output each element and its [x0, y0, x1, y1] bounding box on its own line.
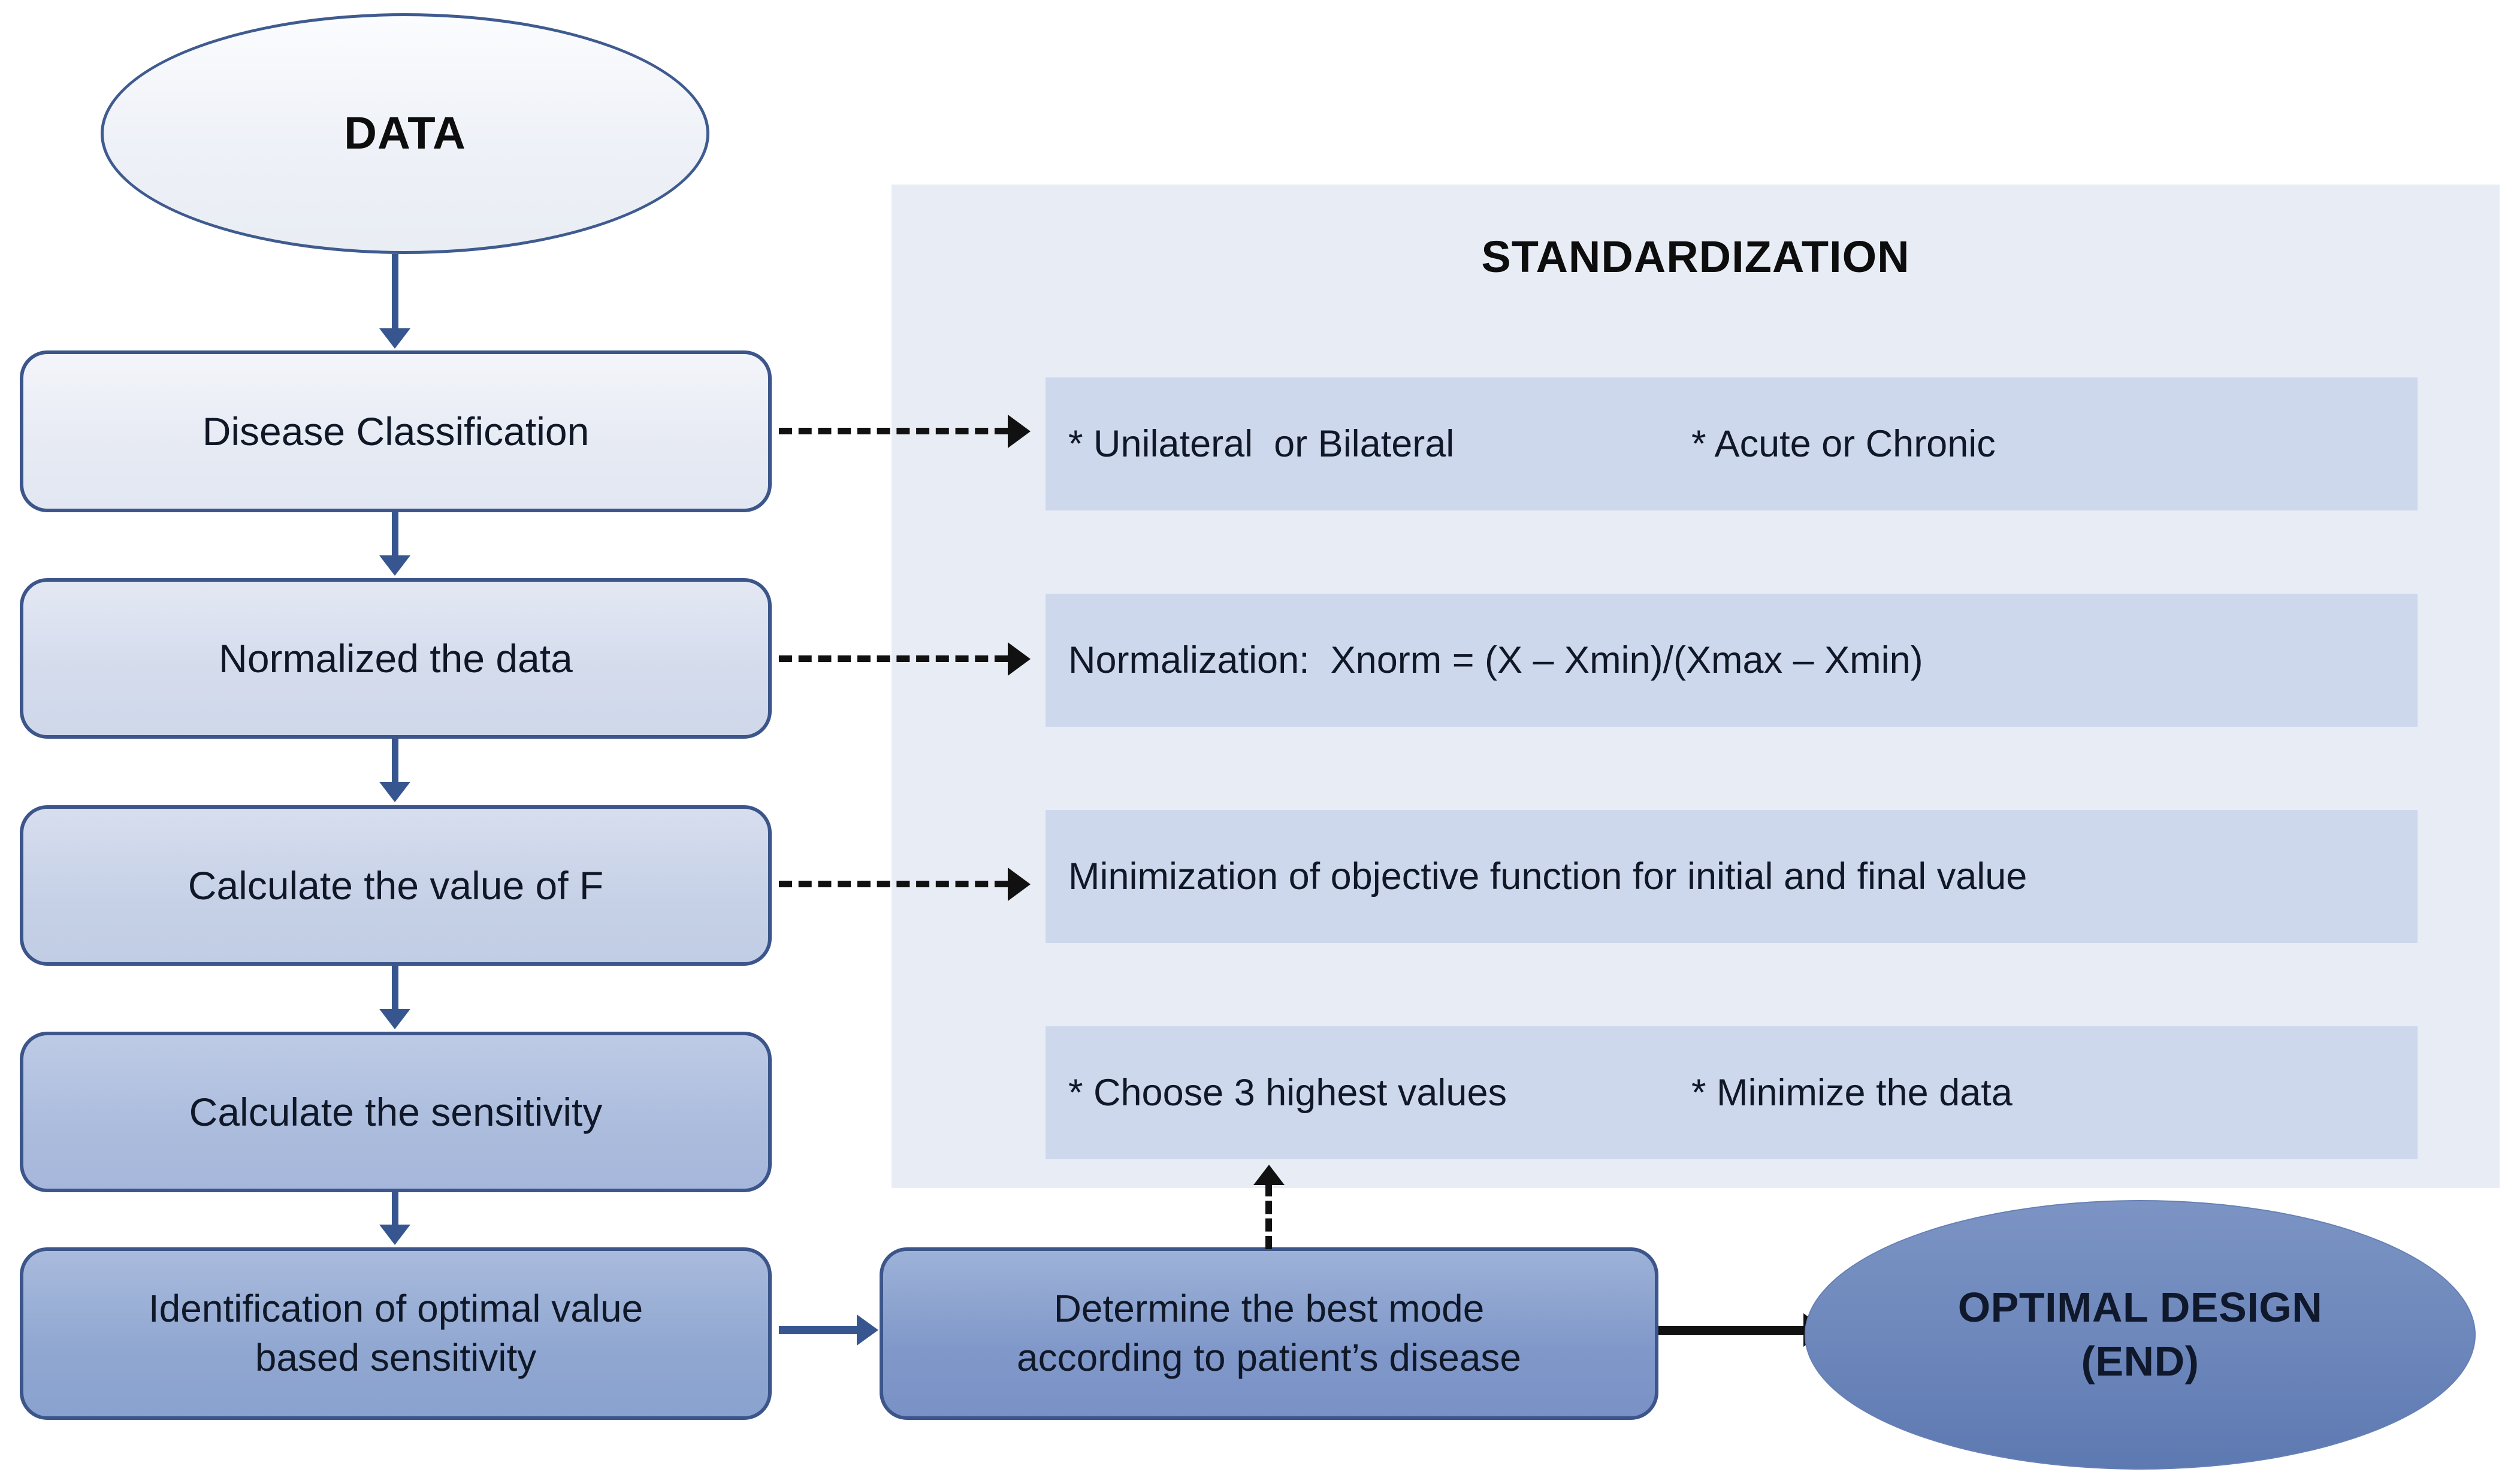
process-box-normalize-data: Normalized the data: [20, 578, 772, 739]
connector-calcf-to-row3: [779, 881, 1008, 887]
connector-identify-to-determine: [779, 1326, 858, 1334]
process-label-identify-optimal: Identification of optimal value based se…: [148, 1287, 643, 1379]
arrowhead-calcf-to-row3: [1008, 868, 1031, 901]
process-box-calculate-sensitivity: Calculate the sensitivity: [20, 1032, 772, 1192]
standardization-row-selection-criteria: * Choose 3 highest values * Minimize the…: [1046, 1026, 2418, 1159]
process-box-determine-best-mode: Determine the best mode according to pat…: [880, 1247, 1658, 1420]
arrowhead-disease-to-row1: [1008, 415, 1031, 448]
row1-right-text: * Acute or Chronic: [1691, 423, 1996, 465]
process-label-calculate-sensitivity: Calculate the sensitivity: [189, 1089, 603, 1134]
arrowhead-determine-to-row4: [1253, 1165, 1285, 1185]
start-node-label: DATA: [344, 108, 466, 159]
arrowhead-sensitivity-to-identify: [379, 1225, 410, 1245]
arrowhead-normalize-to-row2: [1008, 642, 1031, 676]
process-label-calculate-f: Calculate the value of F: [188, 863, 604, 908]
row3-text: Minimization of objective function for i…: [1068, 856, 2028, 897]
connector-determine-to-end: [1658, 1326, 1808, 1335]
connector-normalize-to-row2: [779, 655, 1008, 662]
process-label-normalize-data: Normalized the data: [219, 636, 573, 681]
arrowhead-data-to-disease: [379, 328, 410, 349]
row1-left-text: * Unilateral or Bilateral: [1068, 423, 1455, 465]
standardization-title: STANDARDIZATION: [1481, 232, 1910, 282]
process-label-determine-best-mode: Determine the best mode according to pat…: [1016, 1287, 1522, 1379]
arrowhead-calcf-to-sensitivity: [379, 1009, 410, 1029]
process-box-identify-optimal: Identification of optimal value based se…: [20, 1247, 772, 1420]
arrowhead-identify-to-determine: [857, 1314, 878, 1346]
connector-disease-to-row1: [779, 428, 1008, 434]
arrowhead-disease-to-normalize: [379, 555, 410, 576]
standardization-row-classification-criteria: * Unilateral or Bilateral * Acute or Chr…: [1046, 377, 2418, 510]
row4-right-text: * Minimize the data: [1691, 1072, 2013, 1114]
standardization-row-objective-minimization: Minimization of objective function for i…: [1046, 810, 2418, 943]
connector-normalize-to-calcf: [392, 739, 398, 784]
row4-left-text: * Choose 3 highest values: [1068, 1072, 1507, 1114]
connector-sensitivity-to-identify: [392, 1192, 398, 1227]
connector-disease-to-normalize: [392, 512, 398, 558]
arrowhead-normalize-to-calcf: [379, 782, 410, 802]
end-node-label: OPTIMAL DESIGN (END): [1957, 1284, 2323, 1385]
end-node-optimal-design: OPTIMAL DESIGN (END): [1805, 1200, 2476, 1470]
process-box-calculate-f: Calculate the value of F: [20, 805, 772, 966]
process-box-disease-classification: Disease Classification: [20, 350, 772, 512]
process-label-disease-classification: Disease Classification: [202, 409, 590, 454]
row2-text: Normalization: Xnorm = (X – Xmin)/(Xmax …: [1068, 639, 1923, 681]
connector-determine-to-row4: [1265, 1183, 1272, 1249]
connector-calcf-to-sensitivity: [392, 966, 398, 1011]
standardization-row-normalization-formula: Normalization: Xnorm = (X – Xmin)/(Xmax …: [1046, 594, 2418, 727]
connector-data-to-disease: [392, 254, 398, 331]
start-node-data: DATA: [101, 13, 709, 254]
standardization-panel: STANDARDIZATION * Unilateral or Bilatera…: [892, 185, 2500, 1188]
